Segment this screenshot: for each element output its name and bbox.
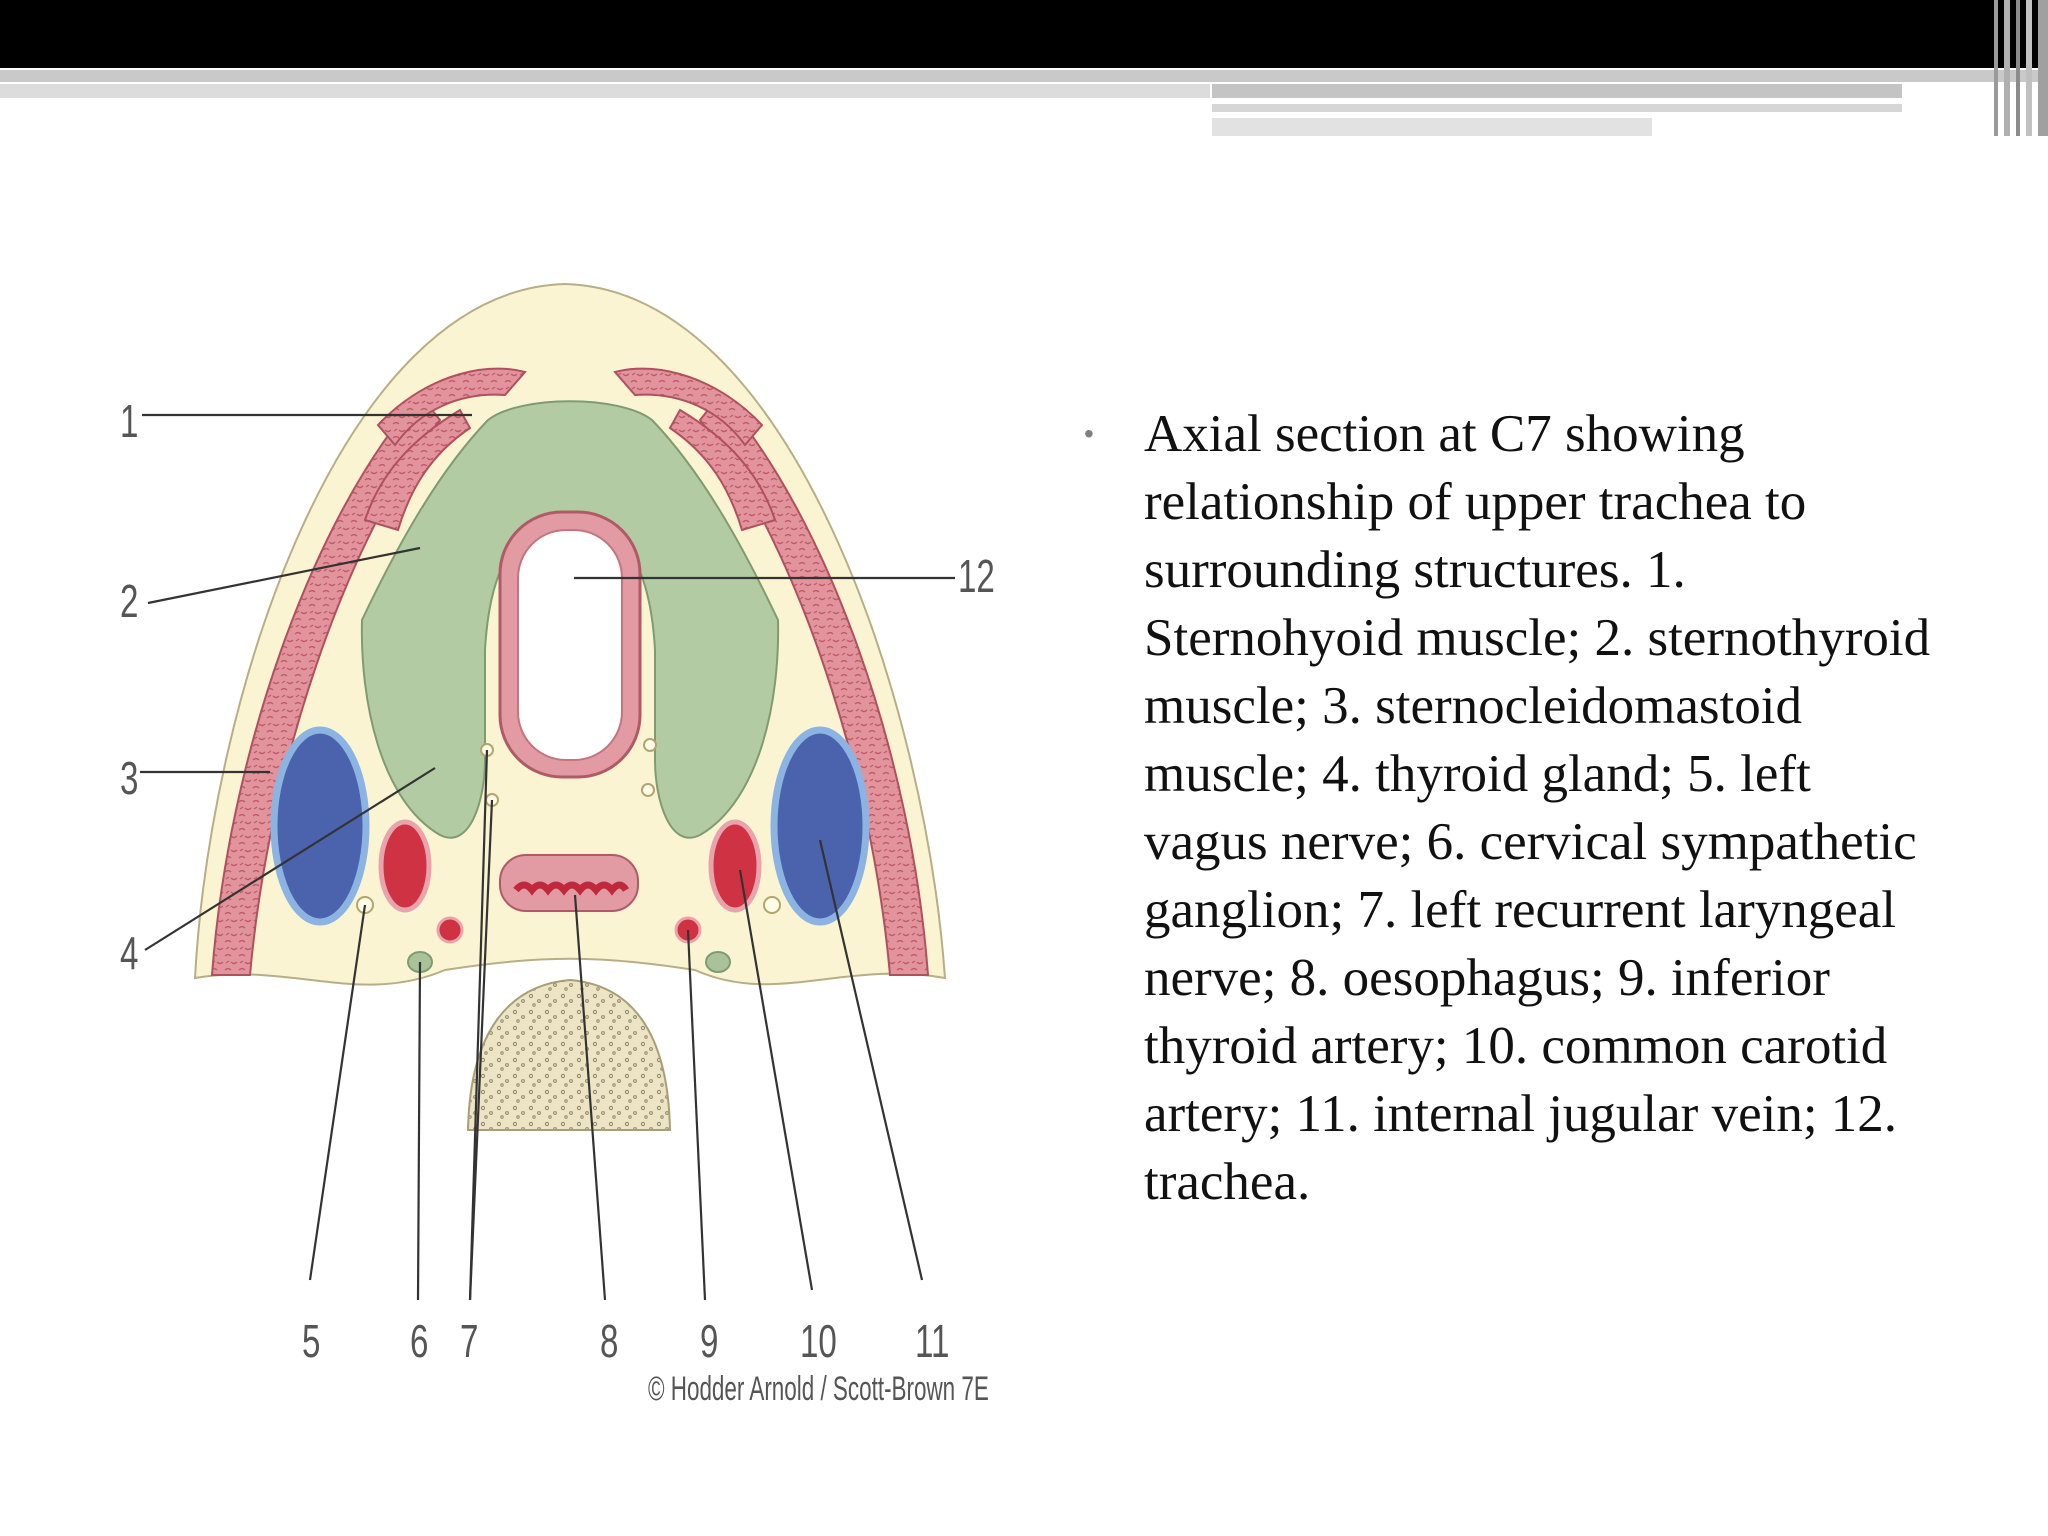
header-gray-stripe bbox=[0, 70, 2048, 82]
label-6: 6 bbox=[410, 1315, 429, 1367]
trachea-lumen bbox=[517, 529, 623, 761]
label-7: 7 bbox=[460, 1315, 479, 1367]
label-8: 8 bbox=[600, 1315, 619, 1367]
common-carotid-artery-left bbox=[708, 819, 762, 913]
sternohyoid-left bbox=[376, 367, 527, 447]
recurrent-laryngeal-nerve-right bbox=[643, 738, 657, 752]
sternohyoid-right bbox=[613, 367, 764, 447]
corner-line bbox=[2026, 0, 2032, 136]
header-right-stripe bbox=[1212, 84, 1902, 98]
label-9: 9 bbox=[700, 1315, 719, 1367]
sternothyroid-right bbox=[668, 408, 777, 532]
vertebral-body bbox=[466, 978, 672, 1131]
inferior-thyroid-artery-right bbox=[436, 916, 464, 944]
common-carotid-artery-right bbox=[378, 819, 432, 913]
sympathetic-ganglion-left bbox=[705, 951, 731, 973]
internal-jugular-vein-left bbox=[770, 726, 870, 926]
label-11: 11 bbox=[915, 1315, 950, 1367]
label-1: 1 bbox=[120, 395, 139, 447]
copyright-notice: © Hodder Arnold / Scott-Brown 7E bbox=[648, 1370, 989, 1408]
sternothyroid-left bbox=[363, 408, 472, 532]
recurrent-laryngeal-nerve-right-2 bbox=[641, 783, 655, 797]
internal-jugular-vein-right bbox=[270, 726, 370, 926]
label-12: 12 bbox=[958, 550, 995, 602]
header-right-stripe-2 bbox=[1212, 104, 1902, 112]
corner-line bbox=[1994, 0, 1998, 136]
corner-line bbox=[2038, 0, 2048, 136]
vagus-nerve-left bbox=[763, 896, 781, 914]
label-4: 4 bbox=[120, 927, 139, 979]
header-light-stripe bbox=[0, 84, 1210, 98]
label-2: 2 bbox=[120, 575, 139, 627]
caption-text: Axial section at C7 showing relationship… bbox=[1144, 405, 1931, 1211]
bullet-marker: • bbox=[1084, 418, 1094, 449]
label-10: 10 bbox=[800, 1315, 837, 1367]
leader-lines bbox=[140, 413, 955, 1301]
header-right-stripe-3 bbox=[1212, 118, 1652, 136]
label-3: 3 bbox=[120, 752, 139, 804]
label-5: 5 bbox=[302, 1315, 321, 1367]
top-black-bar bbox=[0, 0, 2048, 68]
corner-line bbox=[2004, 0, 2010, 136]
corner-line bbox=[2016, 0, 2020, 136]
oesophagus-lumen bbox=[513, 881, 630, 896]
